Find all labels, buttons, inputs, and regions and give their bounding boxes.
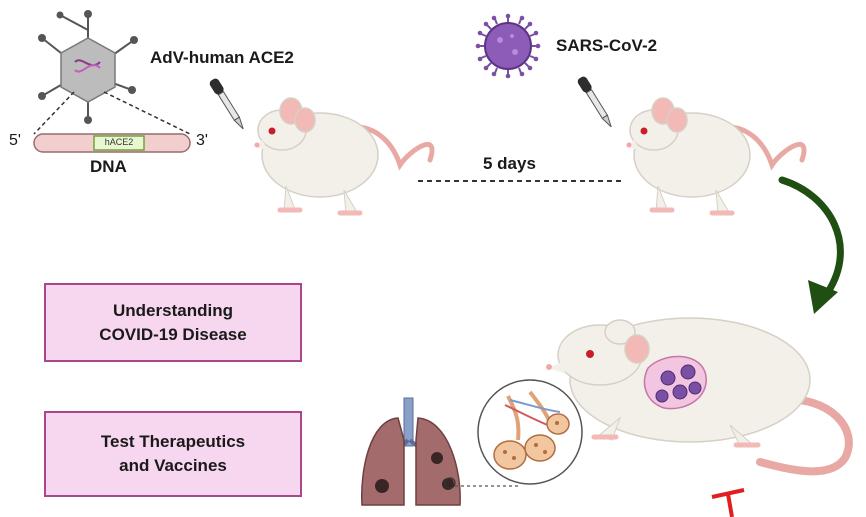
- outcome-box-therapeutics: Test Therapeutics and Vaccines: [44, 411, 302, 497]
- curved-arrow-icon: [778, 176, 844, 314]
- virus-label: SARS-CoV-2: [556, 36, 658, 55]
- adenovirus-icon: [38, 10, 138, 124]
- outcome-line: and Vaccines: [119, 456, 227, 475]
- outcome-line: Understanding: [113, 300, 233, 320]
- mouse-1-image: [254, 98, 432, 214]
- dna-caption: DNA: [90, 157, 127, 176]
- hace2-insert-label: hACE2: [104, 137, 134, 147]
- dropper-icon: [207, 76, 248, 133]
- dna-five-prime-label: 5': [9, 132, 21, 149]
- duration-label: 5 days: [483, 154, 536, 173]
- mouse-2-image: [626, 98, 804, 214]
- outcome-line: Test Therapeutics: [100, 432, 246, 451]
- inhibition-icon: [711, 488, 745, 517]
- dropper-icon: [575, 74, 616, 131]
- outcome-line: COVID-19 Disease: [99, 324, 247, 344]
- infected-mouse-image: [546, 317, 853, 476]
- alveoli-magnified-icon: [477, 379, 583, 485]
- sars-cov-2-virus-icon: [475, 13, 541, 79]
- lungs-icon: [361, 397, 461, 506]
- vector-label: AdV-human ACE2: [150, 48, 294, 67]
- dna-three-prime-label: 3': [196, 132, 208, 149]
- outcome-box-understanding: Understanding COVID-19 Disease: [44, 283, 302, 362]
- dna-strand: [33, 133, 191, 153]
